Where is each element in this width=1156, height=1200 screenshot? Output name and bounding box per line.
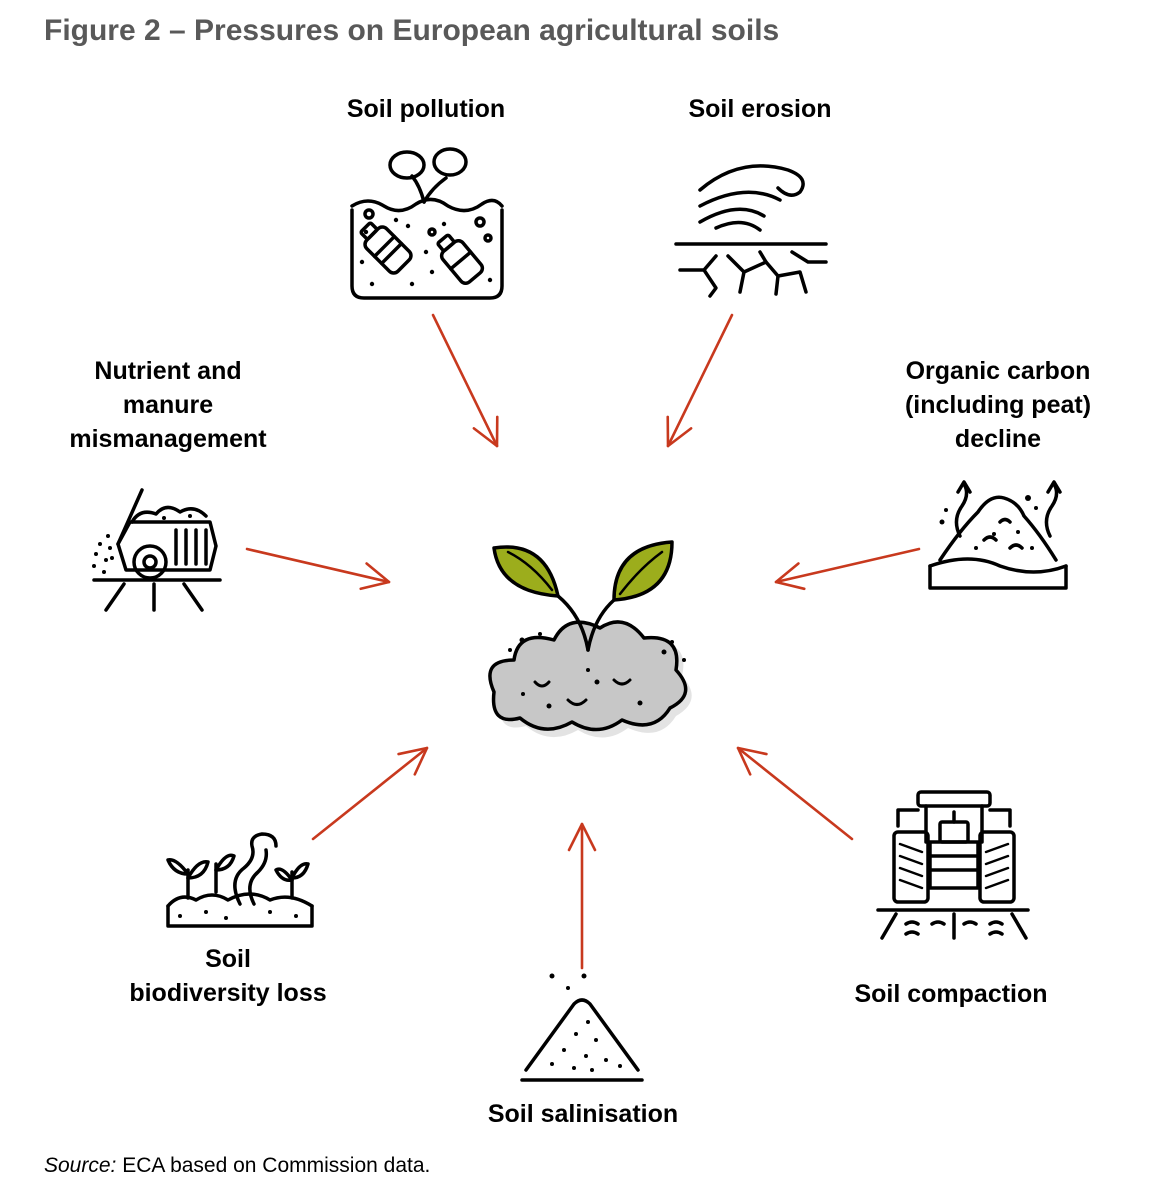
salt-crystals bbox=[549, 973, 622, 1072]
label-line: manure bbox=[122, 391, 214, 419]
soil-pollution-icon bbox=[350, 147, 504, 300]
arrow-from-nutrient-manure bbox=[245, 547, 391, 591]
soil-erosion-icon bbox=[674, 164, 828, 298]
label-soil-erosion: Soil erosion bbox=[688, 95, 832, 123]
manure-spreader-icon bbox=[92, 488, 222, 612]
soil-biodiversity-icon bbox=[166, 832, 314, 928]
source-prefix: Source: bbox=[44, 1154, 117, 1177]
label-biodiversity: Soil biodiversity loss bbox=[108, 942, 348, 1010]
arrow-from-organic-carbon bbox=[774, 547, 921, 591]
tractor-icon bbox=[876, 790, 1030, 940]
arrow-from-biodiversity bbox=[311, 746, 429, 841]
label-soil-pollution: Soil pollution bbox=[346, 95, 506, 123]
label-line: biodiversity loss bbox=[129, 979, 327, 1007]
salt-pile-icon bbox=[520, 998, 644, 1082]
healthy-soil-seedling-icon bbox=[488, 540, 692, 738]
arrows bbox=[245, 313, 921, 970]
label-line: Soil bbox=[205, 945, 251, 973]
arrow-from-compaction bbox=[736, 746, 854, 841]
label-nutrient-manure: Nutrient and manure mismanagement bbox=[48, 354, 288, 456]
arrow-from-soil-pollution bbox=[431, 313, 499, 448]
soil-pollution-dots bbox=[359, 217, 493, 287]
label-organic-carbon: Organic carbon (including peat) decline bbox=[880, 354, 1116, 456]
label-line: (including peat) bbox=[904, 391, 1092, 419]
label-line: mismanagement bbox=[69, 425, 267, 453]
source-text: ECA based on Commission data. bbox=[116, 1154, 431, 1177]
manure-spray-dots bbox=[92, 514, 192, 574]
arrow-from-soil-erosion bbox=[666, 313, 734, 448]
peat-decline-icon bbox=[928, 480, 1068, 590]
peat-particles bbox=[939, 495, 1038, 550]
label-line: Nutrient and bbox=[94, 357, 242, 385]
tractor-tyre-treads bbox=[898, 842, 1010, 890]
label-salinisation: Soil salinisation bbox=[487, 1100, 679, 1128]
label-line: decline bbox=[954, 425, 1042, 453]
label-compaction: Soil compaction bbox=[854, 980, 1048, 1008]
biodiversity-soil-dots bbox=[178, 910, 298, 920]
figure-title: Figure 2 – Pressures on European agricul… bbox=[44, 14, 780, 47]
source-note: Source: ECA based on Commission data. bbox=[44, 1154, 430, 1178]
label-line: Organic carbon bbox=[905, 357, 1091, 385]
